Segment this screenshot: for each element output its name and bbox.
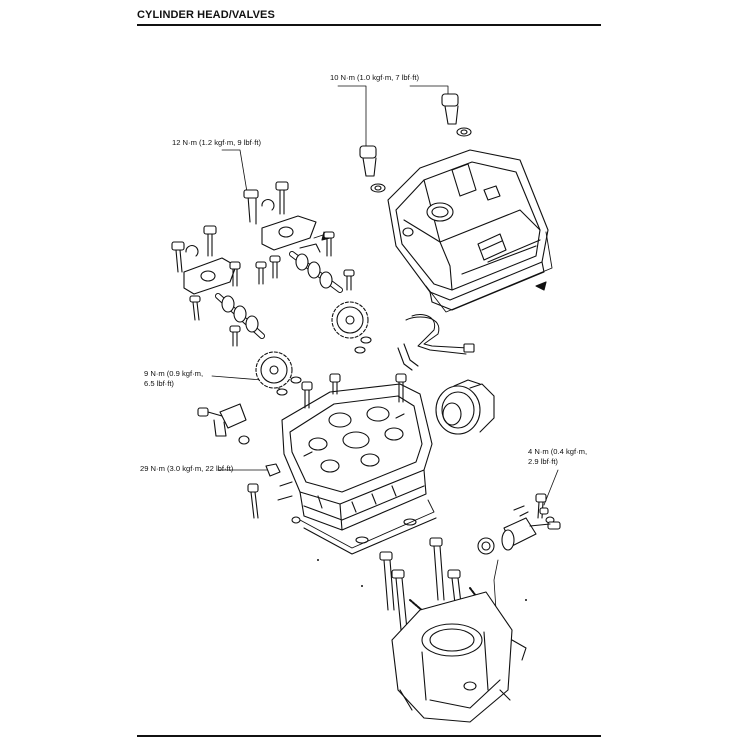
sensor-fitting	[197, 403, 250, 445]
torque-label-tensioner-bolts-line2: 2.9 lbf·ft)	[528, 457, 558, 466]
section-title: CYLINDER HEAD/VALVES	[137, 9, 275, 21]
camshaft-right	[289, 231, 343, 293]
camshaft-holder-right	[243, 181, 317, 251]
cylinder-block	[391, 591, 527, 723]
cam-sprocket-left	[255, 351, 302, 396]
cam-sprocket-right	[331, 301, 372, 354]
holder-bolts	[189, 231, 355, 347]
torque-label-camshaft-holder: 12 N·m (1.2 kgf·m, 9 lbf·ft)	[172, 138, 262, 147]
torque-label-sprocket-bolts-line2: 6.5 lbf·ft)	[144, 379, 174, 388]
scan-marks	[317, 559, 527, 601]
cylinder-head-cover	[387, 149, 549, 311]
direction-arrow-icon	[535, 281, 547, 291]
pipe-assembly	[397, 314, 475, 371]
cover-bolt-left	[359, 145, 386, 193]
header-rule	[137, 24, 601, 26]
cover-bolt-right	[441, 93, 472, 137]
torque-label-tensioner-bolts-line1: 4 N·m (0.4 kgf·m,	[528, 447, 588, 456]
head-nut	[265, 463, 281, 477]
torque-label-sprocket-bolts-line1: 9 N·m (0.9 kgf·m,	[144, 369, 204, 378]
intake-insulator	[435, 379, 495, 435]
cylinder-head	[281, 383, 433, 531]
footer-rule	[137, 735, 601, 737]
head-studs	[247, 373, 407, 524]
torque-label-cover-bolts: 10 N·m (1.0 kgf·m, 7 lbf·ft)	[330, 73, 420, 82]
cover-gasket	[425, 231, 553, 313]
torque-label-head-nut: 29 N·m (3.0 kgf·m, 22 lbf·ft)	[140, 464, 234, 473]
head-gasket	[299, 499, 437, 555]
cam-chain-tensioner	[477, 493, 561, 555]
camshaft-holder-left	[171, 225, 241, 295]
camshaft-left	[215, 293, 265, 339]
